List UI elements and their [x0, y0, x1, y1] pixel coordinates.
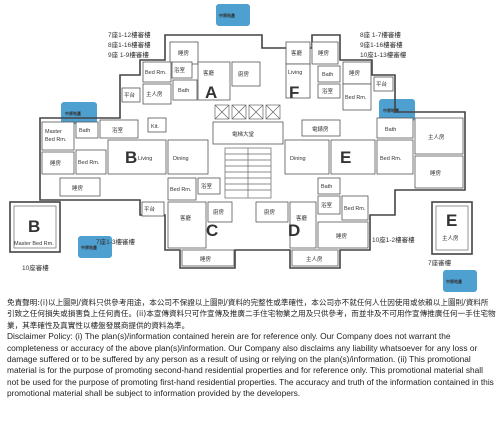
floor-note-br-lower: 7座審樓 [428, 258, 452, 267]
unit-letter-d: D [288, 221, 300, 240]
room-label-f-bed-zh: 睡房 [318, 49, 330, 57]
inset-unit-b-letter: B [28, 217, 40, 236]
staircase [224, 147, 272, 199]
inset-unit-e: E 主人房 [431, 201, 473, 255]
room-label-d-bath-zh: 浴室 [321, 201, 333, 209]
room-label-a-living-zh: 客廳 [203, 69, 215, 77]
room-label-f-bath-zh: 浴室 [322, 87, 334, 95]
room-label-e-bath: Bath [385, 127, 396, 133]
svg-text:中原地產: 中原地產 [81, 244, 97, 250]
building-outline [39, 34, 466, 269]
room-label-b-bath: Bath [79, 128, 90, 134]
disclaimer: 免責聲明:(i)以上圖則/資料只供參考用途，本公司不保證以上圖則/資料的完整性或… [7, 297, 496, 400]
room-label-a-master-zh: 主人房 [146, 90, 163, 98]
room-label-e-bed: Bed Rm. [380, 156, 402, 162]
room-label-e-dining: Dining [290, 156, 306, 162]
room-label-f-bed: Bed Rm. [345, 95, 367, 101]
room-label-d-living-zh: 客廳 [296, 214, 308, 222]
room-label-e-master-zh: 主人房 [428, 133, 445, 141]
room-label-c-bed-zh: 睡房 [200, 255, 212, 263]
floor-note-tr-3: 10座1-13樓審樓 [360, 50, 407, 59]
room-label-b-living: Living [138, 156, 152, 162]
room-label-d-bath: Bath [321, 184, 332, 190]
room-label-f-bath: Bath [322, 72, 333, 78]
room-label-b-kit: Kit. [151, 124, 159, 130]
floor-plan: 7座1-12樓審樓 8座1-16樓審樓 9座 1-9樓審樓 8座 1-7樓審樓 … [9, 4, 477, 292]
watermark-badge-bottom-right: 中原地產 [443, 270, 477, 292]
inset-unit-b: B Master Bed Rm. [9, 201, 61, 253]
room-label-c-living-zh: 客廳 [180, 214, 192, 222]
room-label-a-bath-zh: 浴室 [174, 66, 186, 74]
room-label-d-master-zh: 主人房 [306, 255, 323, 263]
room-label-c-bath-zh: 浴室 [201, 182, 213, 190]
floor-note-tl-2: 8座1-16樓審樓 [108, 40, 151, 49]
room-label-f-living-zh: 客廳 [291, 49, 303, 57]
inset-unit-e-label: 主人房 [442, 234, 459, 242]
room-label-d-kit-zh: 廚房 [264, 208, 276, 216]
unit-letter-a: A [205, 83, 217, 102]
room-label-a-bed: Bed Rm. [145, 70, 167, 76]
lift-shafts [214, 104, 281, 120]
floor-note-bl-lower: 10座審樓 [22, 263, 49, 272]
floor-note-tl-3: 9座 1-9樓審樓 [108, 50, 149, 59]
room-label-e-bed-zh: 睡房 [430, 169, 442, 177]
room-label-d-bed: Bed Rm. [344, 206, 366, 212]
floor-note-tr-1: 8座 1-7樓審樓 [360, 30, 401, 39]
floor-note-tl-1: 7座1-12樓審樓 [108, 30, 151, 39]
svg-text:中原地產: 中原地產 [65, 110, 81, 116]
room-label-f-yard-zh: 平台 [376, 80, 388, 88]
room-label-c-yard-zh: 平台 [144, 205, 156, 213]
unit-letter-b: B [125, 148, 137, 167]
inset-unit-e-letter: E [446, 211, 457, 230]
room-label-a-kit-zh: 廚房 [238, 70, 250, 78]
room-label-b-master: Master [45, 129, 62, 135]
room-label-b-master-bed: Bed Rm. [45, 137, 67, 143]
lift-lobby-label: 電梯大堂 [232, 130, 255, 138]
watermark-badge-top: 中原地產 [216, 4, 250, 26]
svg-text:中原地產: 中原地產 [446, 278, 462, 284]
room-label-f-bed-zh-2: 睡房 [349, 69, 361, 77]
room-label-a-yard-zh: 平台 [124, 91, 136, 99]
unit-letter-f: F [289, 83, 299, 102]
watermark-badge-right: 中原地產 [379, 99, 415, 121]
room-label-e-utility-zh: 電錶房 [312, 125, 329, 133]
unit-letter-e: E [340, 148, 351, 167]
room-label-b-dining: Dining [173, 156, 189, 162]
room-label-a-bath: Bath [178, 88, 189, 94]
disclaimer-en: Disclaimer Policy: (i) The plan(s)/infor… [7, 331, 494, 399]
floor-note-tr-2: 9座1-16樓審樓 [360, 40, 403, 49]
svg-text:中原地產: 中原地產 [219, 12, 235, 18]
inset-unit-b-label: Master Bed Rm. [14, 241, 54, 247]
unit-letter-c: C [206, 221, 218, 240]
floor-note-bl: 7座1-3樓審樓 [96, 237, 136, 246]
room-label-c-kit-zh: 廚房 [213, 208, 225, 216]
room-label-a-bed-zh: 睡房 [178, 49, 190, 57]
floor-note-br: 10座1-2樓審樓 [372, 235, 415, 244]
room-label-f-living: Living [288, 70, 302, 76]
watermark-badge-bottom-left: 中原地產 [78, 236, 112, 258]
room-label-b-bed: Bed Rm. [78, 160, 100, 166]
room-label-d-bed-zh: 睡房 [336, 232, 348, 240]
room-label-b-bed-zh-2: 睡房 [72, 184, 84, 192]
disclaimer-zh: 免責聲明:(i)以上圖則/資料只供參考用途，本公司不保證以上圖則/資料的完整性或… [7, 298, 496, 330]
svg-text:中原地產: 中原地產 [383, 107, 399, 113]
room-label-c-bed: Bed Rm. [170, 187, 192, 193]
room-label-b-bed-zh: 睡房 [50, 159, 62, 167]
room-label-b-bath-zh: 浴室 [112, 126, 124, 134]
watermark-badge-left: 中原地產 [61, 102, 97, 124]
